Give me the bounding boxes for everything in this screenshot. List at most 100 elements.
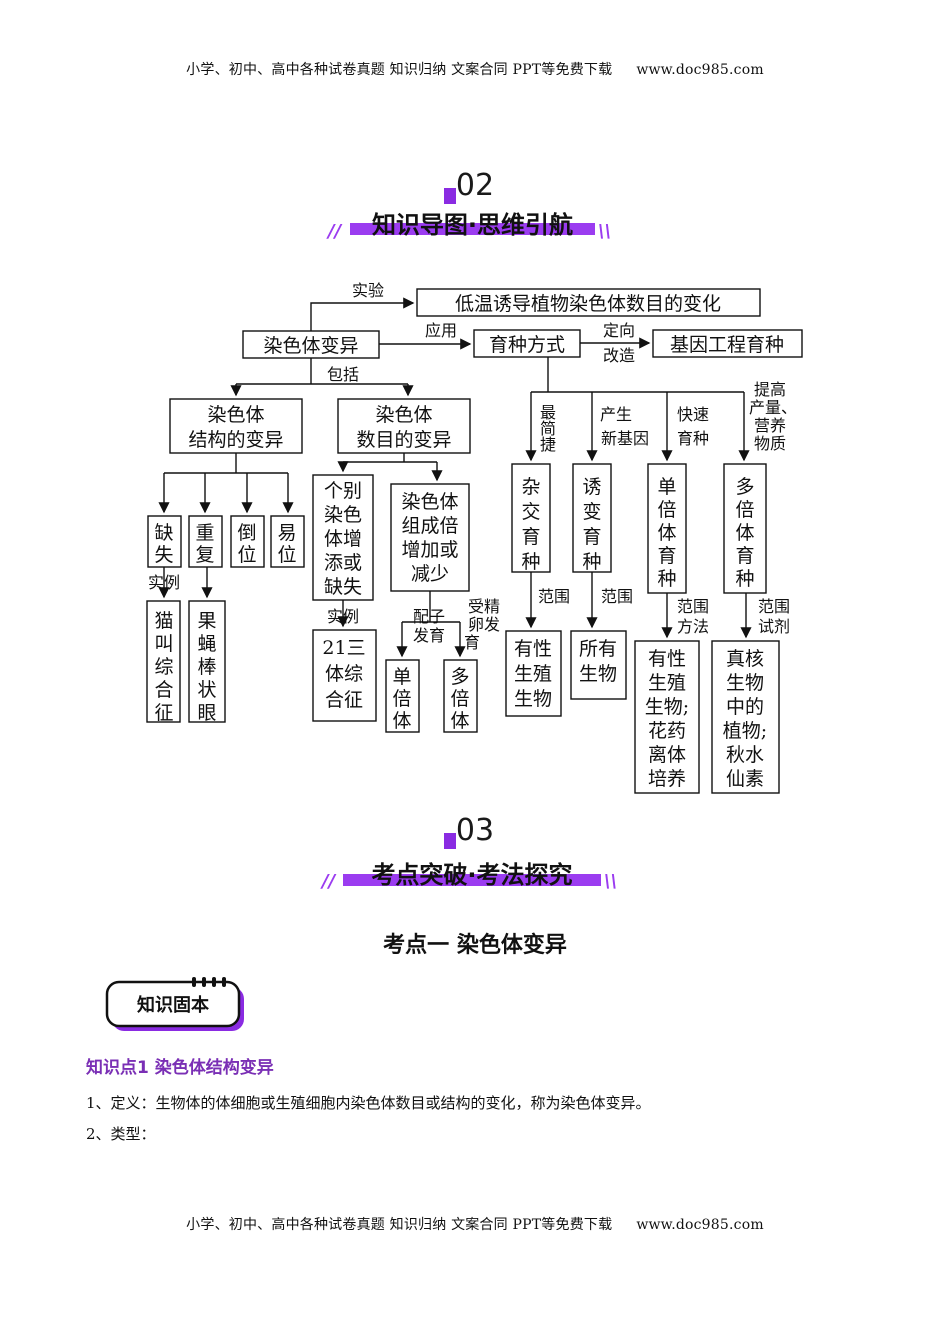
- badge-ring-icon: [192, 977, 226, 987]
- label-b3-2: 育种: [677, 429, 709, 448]
- label-gamete-1: 配子: [413, 607, 445, 626]
- box-trisomy: [312, 629, 377, 722]
- text-polyploid-line: 多: [450, 666, 469, 688]
- label-apply: 应用: [425, 321, 457, 340]
- label-experiment: 实验: [352, 281, 384, 300]
- section-title-03: 考点突破·考法探究: [371, 861, 573, 889]
- slash-decoration-right: \\: [604, 871, 618, 892]
- box-method-4: [723, 463, 767, 594]
- text-haploid-line: 体: [392, 710, 411, 732]
- box-genetic-eng: [652, 329, 803, 358]
- text-individual-line: 体增: [324, 528, 362, 550]
- slash-decoration-right: \\: [598, 221, 612, 242]
- text-method-2-line: 种: [582, 551, 601, 573]
- text-res-2-line: 生物: [579, 663, 617, 685]
- kaodian-title: 考点一 染色体变异: [383, 933, 567, 958]
- label-b1-2: 简: [540, 419, 556, 438]
- page-header: 小学、初中、高中各种试卷真题 知识归纳 文案合同 PPT等免费下载 www.doc…: [0, 59, 950, 79]
- text-individual-line: 个别: [324, 480, 362, 502]
- struct-daowei-2: 位: [237, 544, 256, 566]
- text-polyploid-line: 体: [450, 710, 469, 732]
- text-cat-cry-line: 叫: [154, 633, 173, 655]
- text-method-3-line: 育: [657, 545, 676, 567]
- text-bar-eye-line: 蝇: [197, 633, 216, 655]
- text-method-3-line: 倍: [657, 499, 676, 521]
- text-res-1-line: 有性: [514, 638, 552, 660]
- text-res-1-line: 生物: [514, 688, 552, 710]
- node-experiment: 低温诱导植物染色体数目的变化: [455, 293, 721, 315]
- text-method-3-line: 种: [657, 568, 676, 590]
- text-res-4-line: 仙素: [726, 768, 764, 790]
- text-method-2-line: 变: [582, 501, 601, 523]
- section-number-text: 03: [455, 813, 495, 848]
- text-set-line: 增加或: [401, 539, 458, 561]
- struct-chongfu-2: 复: [195, 544, 214, 566]
- text-bar-eye-line: 棒: [197, 656, 216, 678]
- text-res-4-line: 中的: [726, 696, 764, 718]
- node-structural-1: 染色体: [207, 404, 264, 426]
- label-b1-3: 捷: [540, 435, 556, 454]
- struct-yiwei-1: 易: [277, 522, 296, 544]
- box-yiwei: [270, 515, 305, 568]
- label-b4-4: 物质: [754, 434, 786, 453]
- text-method-3-line: 单: [657, 476, 676, 498]
- text-set-line: 组成倍: [401, 515, 458, 537]
- box-res-2: [570, 630, 627, 700]
- box-daowei: [230, 515, 265, 568]
- text-individual-line: 添或: [324, 552, 362, 574]
- label-b2-2: 新基因: [601, 429, 649, 448]
- label-range-reagent-1: 范围: [758, 597, 790, 616]
- box-experiment: [416, 288, 761, 317]
- text-haploid-line: 倍: [392, 688, 411, 710]
- text-individual-line: 染色: [324, 504, 362, 526]
- text-haploid: 单倍体: [392, 666, 411, 732]
- text-method-4-line: 体: [735, 522, 754, 544]
- badge-body: [105, 980, 241, 1028]
- node-structural-2: 结构的变异: [188, 429, 283, 451]
- text-res-4-line: 真核: [726, 648, 764, 670]
- text-res-1-line: 生殖: [514, 663, 552, 685]
- text-method-1-line: 育: [521, 526, 540, 548]
- text-method-4-line: 种: [735, 568, 754, 590]
- label-example: 实例: [148, 573, 180, 592]
- types-paragraph: 2、类型：: [86, 1125, 156, 1143]
- box-bar-eye: [188, 600, 226, 723]
- box-res-3: [634, 640, 700, 794]
- node-numerical-1: 染色体: [375, 404, 432, 426]
- text-res-4-line: 秋水: [726, 744, 764, 766]
- section-number-02: 02: [0, 168, 950, 204]
- text-res-3-line: 生物;: [645, 696, 689, 718]
- box-polyploid: [443, 659, 478, 733]
- label-range-2: 范围: [601, 587, 633, 606]
- text-haploid-line: 单: [392, 666, 411, 688]
- struct-quexi-2: 失: [154, 544, 173, 566]
- header-text: 小学、初中、高中各种试卷真题 知识归纳 文案合同 PPT等免费下载: [186, 62, 613, 78]
- node-numerical-2: 数目的变异: [356, 429, 451, 451]
- label-b3-1: 快速: [677, 405, 709, 424]
- text-trisomy-line: 21三: [322, 637, 365, 659]
- label-b4-2: 产量、: [749, 398, 797, 417]
- struct-daowei-1: 倒: [237, 522, 256, 544]
- slash-decoration-left: //: [322, 871, 336, 892]
- title-highlight: [350, 223, 595, 235]
- struct-chongfu-1: 重: [195, 522, 214, 544]
- text-res-3-line: 培养: [648, 768, 686, 790]
- footer-url[interactable]: www.doc985.com: [636, 1217, 764, 1233]
- badge-text: 知识固本: [137, 994, 209, 1016]
- node-breeding: 育种方式: [489, 334, 565, 356]
- box-chongfu: [188, 515, 223, 568]
- header-url[interactable]: www.doc985.com: [636, 62, 764, 78]
- text-method-3-line: 体: [657, 522, 676, 544]
